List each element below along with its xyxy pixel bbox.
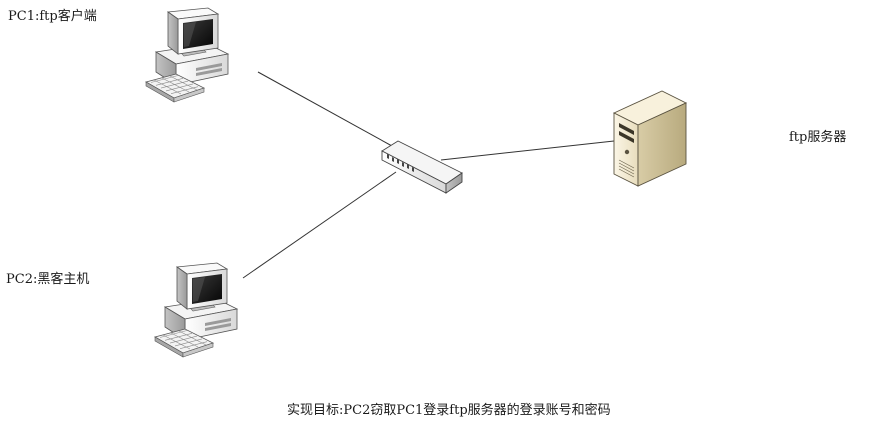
tower-server-icon xyxy=(612,90,688,187)
link-pc2-switch xyxy=(242,171,397,279)
pc2-label: PC2:黑客主机 xyxy=(6,272,90,287)
pc1-computer-icon xyxy=(145,7,229,103)
link-switch-server xyxy=(440,140,615,161)
link-pc1-switch xyxy=(257,71,393,147)
server-label: ftp服务器 xyxy=(789,130,847,145)
network-switch-icon xyxy=(381,140,463,194)
diagram-caption: 实现目标:PC2窃取PC1登录ftp服务器的登录账号和密码 xyxy=(287,403,611,418)
pc1-label: PC1:ftp客户端 xyxy=(8,9,97,24)
pc2-computer-icon xyxy=(154,262,238,358)
